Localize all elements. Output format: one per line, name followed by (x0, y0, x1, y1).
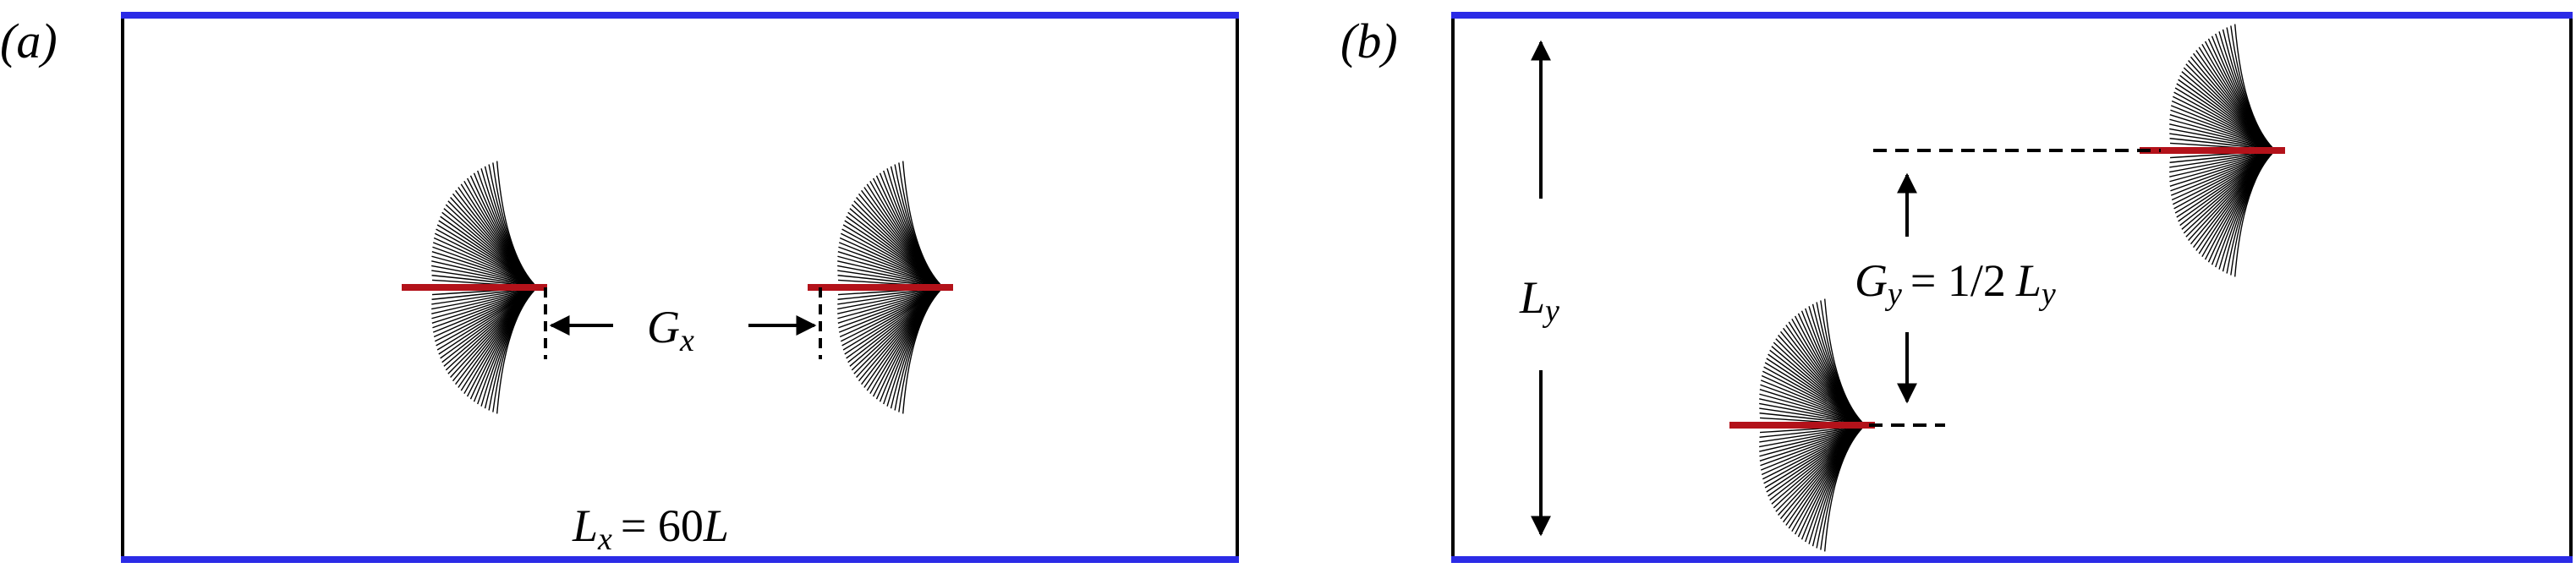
fiber-stroke (496, 287, 538, 414)
fiber-stroke (1824, 424, 1866, 552)
fiber-stroke (2234, 150, 2276, 277)
gap-x-label: Gx (647, 302, 694, 358)
height-y-label: Ly (1519, 272, 1559, 329)
fiber-stroke (902, 287, 944, 414)
panel-a-label: (a) (0, 14, 58, 68)
length-x-label: Lx= 60L (572, 500, 729, 557)
swimmer-trace-left (402, 161, 547, 414)
swimmer-trace-right (808, 161, 953, 414)
swimmer-trace-lower (1729, 298, 1875, 552)
swimmer-trace-upper (2140, 24, 2285, 277)
panel-a: (a) Gx Lx= 60L (0, 12, 1239, 563)
panel-b-label: (b) (1340, 14, 1398, 68)
